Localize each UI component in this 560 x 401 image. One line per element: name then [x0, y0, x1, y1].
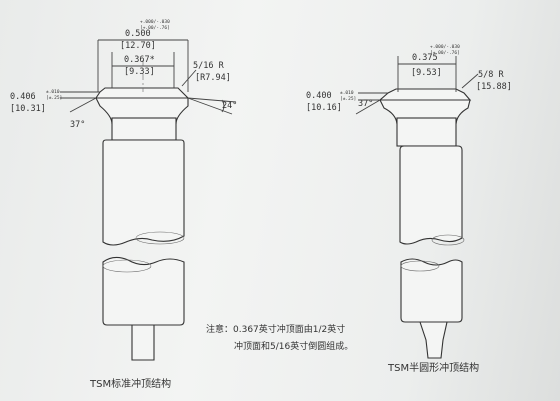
left-radius: 5/16 R [193, 61, 225, 71]
left-tip-dia-mm: [9.33] [124, 67, 155, 77]
right-punch-tip [419, 321, 448, 359]
right-radius-leader [461, 73, 479, 89]
left-punch-body [102, 139, 185, 246]
left-angle-line [69, 97, 97, 113]
right-head-dia: 0.375 [412, 53, 438, 63]
left-punch-tip [131, 324, 155, 361]
right-tol-top-2: [+.00/-.76] [430, 50, 460, 56]
right-radius: 5/8 R [478, 70, 504, 80]
right-tol-side-2: [±.25] [340, 96, 356, 102]
left-punch-upper-shank [111, 117, 177, 141]
left-caption: TSM标准冲顶结构 [89, 377, 171, 390]
right-break-mark-upper [431, 234, 465, 246]
right-punch-body [399, 145, 463, 245]
left-tol-top-1: +.000/-.030 [140, 19, 170, 25]
left-break-mark-upper [135, 231, 185, 245]
right-shoulder-mm: [10.16] [306, 103, 342, 113]
left-angle-right: 24° [222, 101, 237, 111]
right-break-mark [400, 260, 440, 272]
left-head-dia: 0.500 [125, 29, 151, 39]
right-radius-mm: [15.88] [476, 82, 512, 92]
right-tol-side-1: ±.010 [340, 90, 354, 96]
left-tol-top-2: [+.00/-.76] [140, 25, 170, 31]
left-radius-leader [181, 69, 197, 87]
left-shoulder-mm: [10.31] [10, 104, 46, 114]
left-punch-lower-body [102, 256, 185, 326]
right-angle-left: 37° [358, 99, 373, 109]
left-radius-mm: [R7.94] [195, 73, 231, 83]
left-tip-dia: 0.367* [124, 55, 155, 65]
left-angle-line-right [187, 97, 237, 103]
right-punch-upper-shank [396, 117, 457, 147]
note-line-1: 注意：0.367英寸冲顶面由1/2英寸 [206, 323, 345, 335]
left-angle-line-right [187, 97, 233, 115]
right-punch-lower-body [400, 258, 463, 323]
right-punch: +.000/-.030 [+.00/-.76] 0.375 [9.53] 5/8… [306, 44, 512, 359]
left-tol-side-1: ±.010 [46, 89, 60, 95]
left-tol-side-2: [±.25] [46, 95, 62, 101]
left-angle-left: 37° [70, 120, 85, 130]
right-head-dia-mm: [9.53] [411, 68, 442, 78]
right-punch-head [378, 88, 472, 101]
left-break-mark [102, 259, 152, 273]
right-angle-line [355, 99, 381, 115]
right-caption: TSM半圆形冲顶结构 [387, 361, 479, 374]
right-shoulder: 0.400 [306, 91, 332, 101]
left-punch: +.000/-.030 [+.00/-.76] 0.500 [12.70] 0.… [10, 19, 237, 361]
note-line-2: 冲顶面和5/16英寸倒圆组成。 [234, 340, 353, 352]
left-head-dia-mm: [12.70] [120, 41, 156, 51]
right-tol-top-1: +.000/-.030 [430, 44, 460, 50]
left-shoulder: 0.406 [10, 92, 36, 102]
left-punch-head [94, 87, 190, 99]
